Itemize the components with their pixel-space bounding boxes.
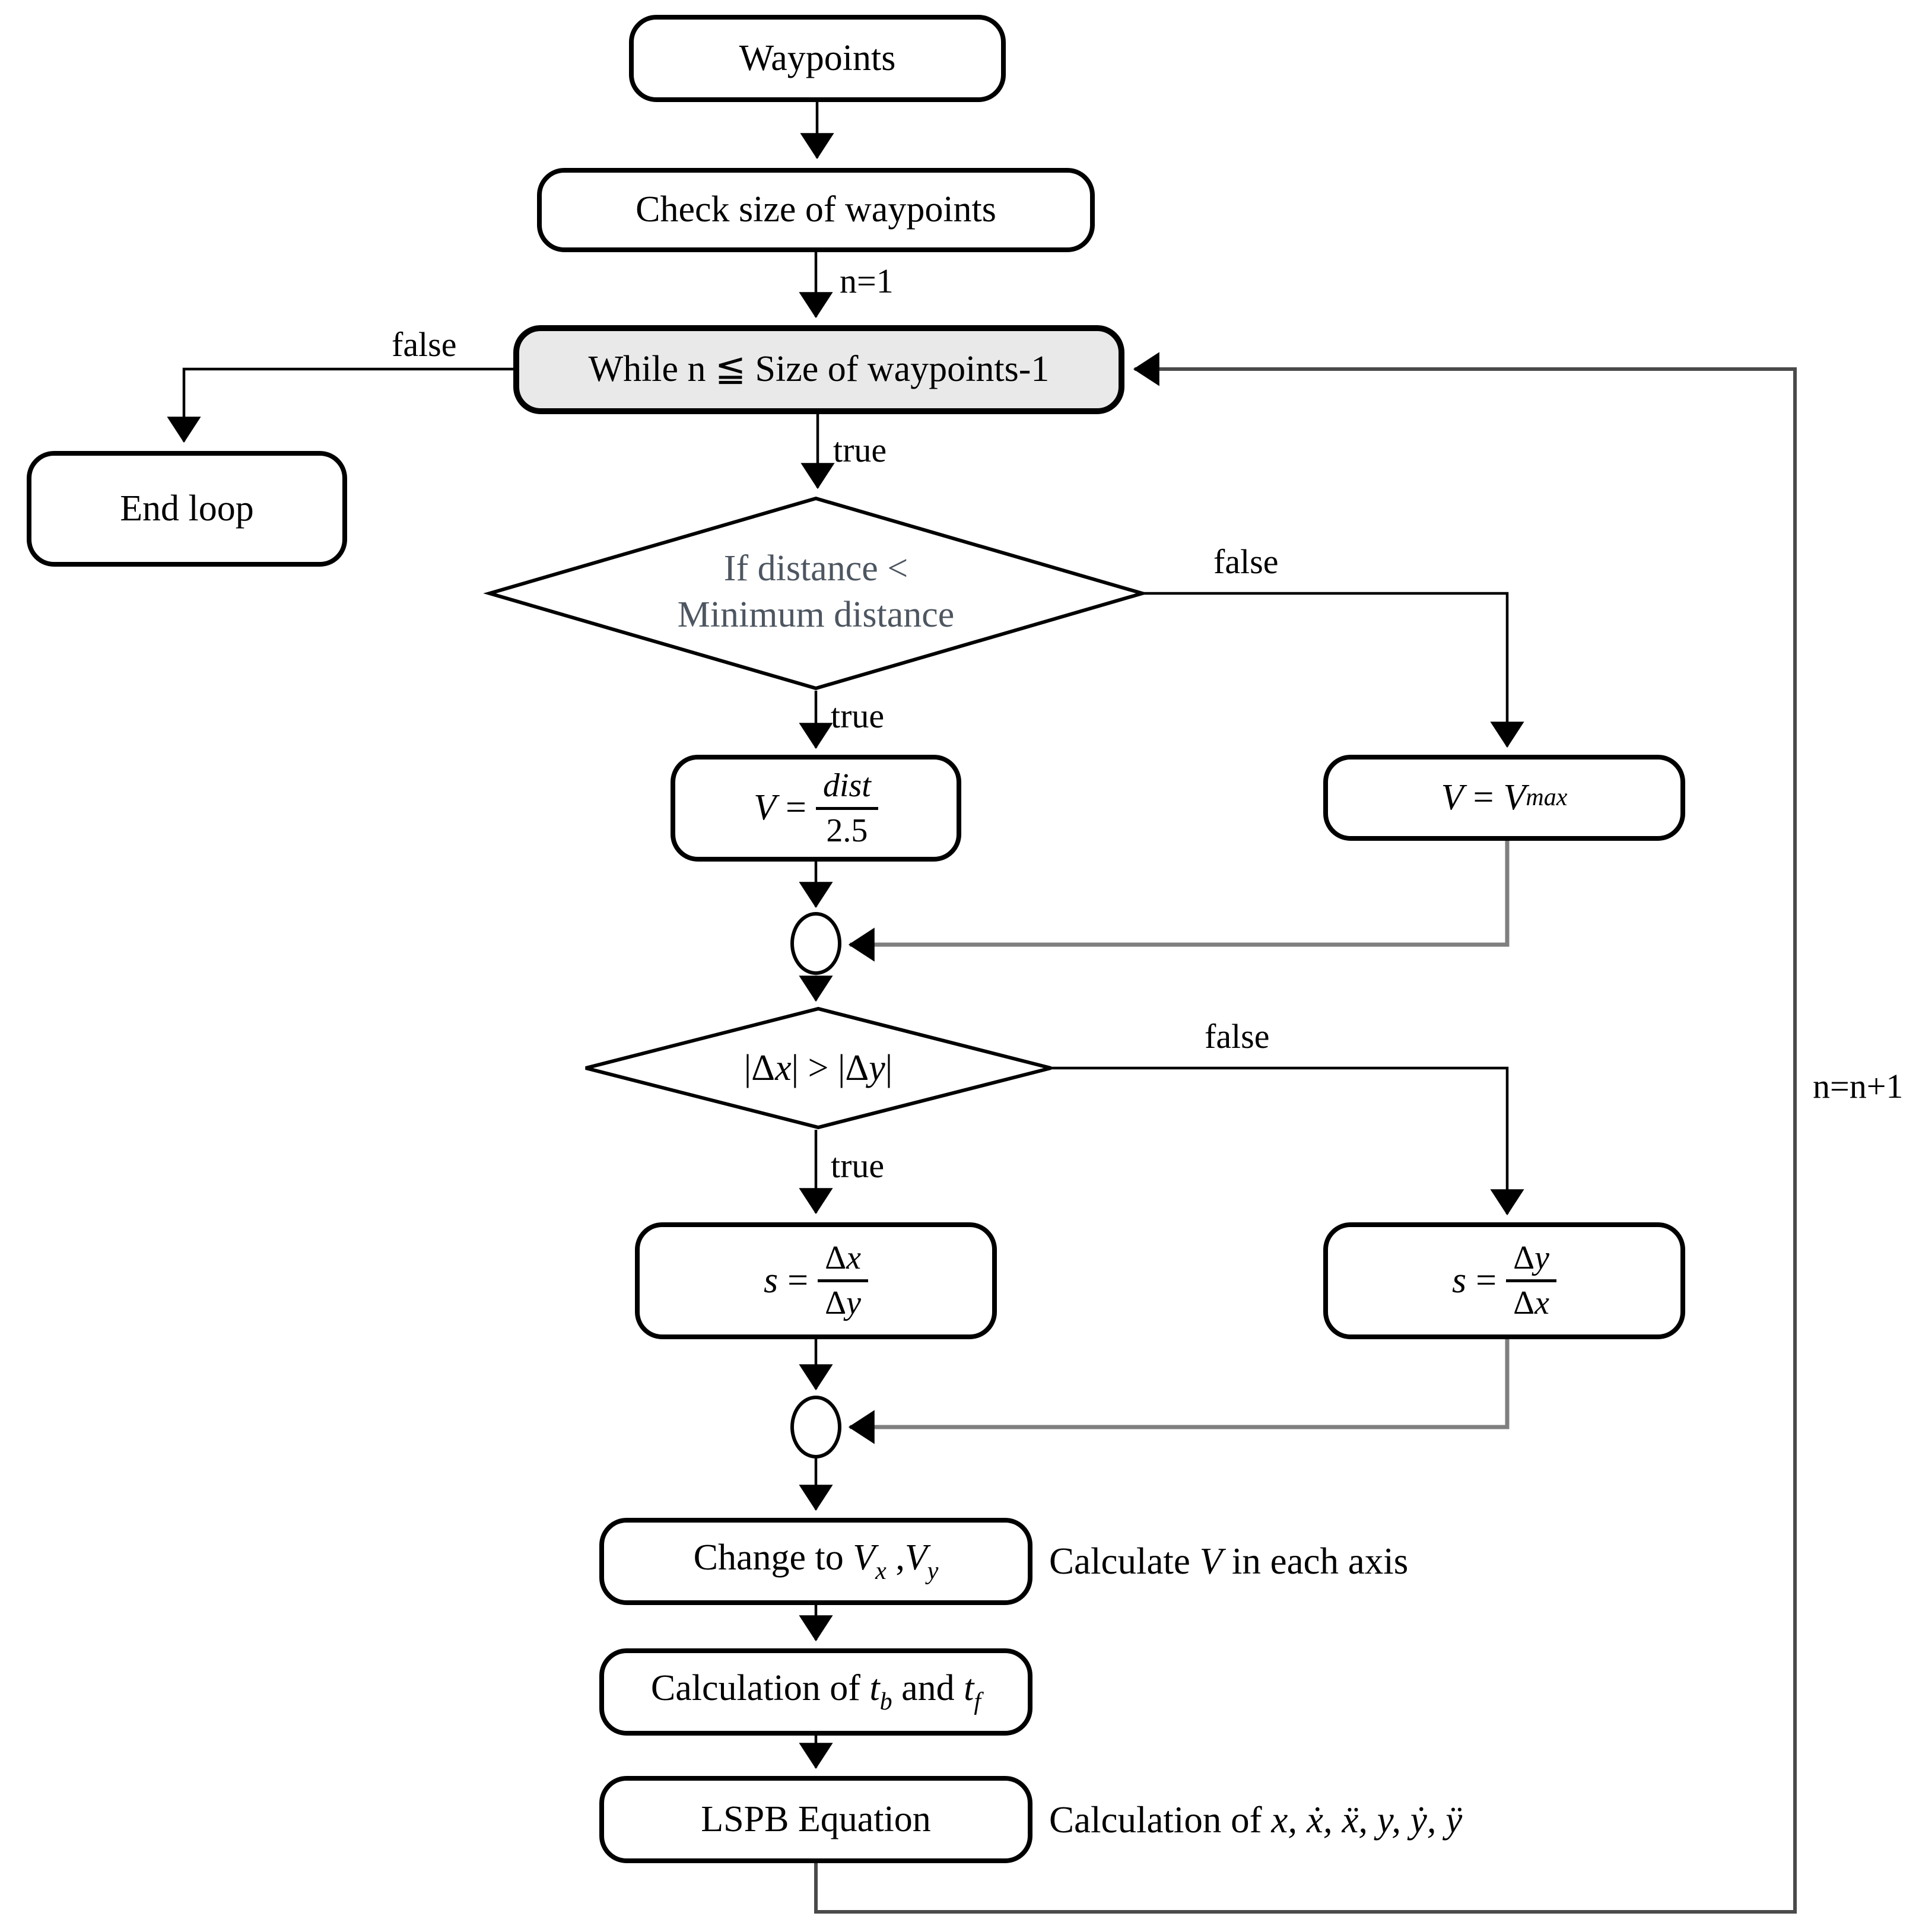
calc-t-formula: Calculation of tb and tf	[651, 1667, 981, 1716]
edge-syx-merge2	[848, 1339, 1510, 1444]
node-check-size: Check size of waypoints	[537, 168, 1095, 252]
annotation-calc-v-axis-var: V	[1199, 1540, 1223, 1582]
node-v-dist: V = dist 2.5	[671, 755, 961, 862]
s-xy-eq: =	[787, 1260, 809, 1301]
decision-delta-p3: |	[885, 1048, 893, 1088]
change-v-sub2: y	[927, 1558, 939, 1585]
s-xy-fraction: Δx Δy	[818, 1240, 868, 1321]
decision-delta-p1: |Δ	[744, 1048, 776, 1088]
annotation-calc-v-axis: Calculate V in each axis	[1049, 1543, 1408, 1580]
node-s-yx: s = Δy Δx	[1323, 1222, 1685, 1339]
node-change-v: Change to Vx ,Vy	[599, 1518, 1032, 1605]
v-dist-fraction: dist 2.5	[815, 767, 878, 849]
decision-delta-diamond	[585, 1006, 1051, 1130]
node-lspb: LSPB Equation	[599, 1776, 1032, 1863]
v-dist-formula: V = dist 2.5	[754, 767, 878, 849]
calc-t-prefix: Calculation of	[650, 1668, 870, 1709]
edge-label-delta-true: true	[831, 1146, 885, 1185]
s-yx-formula: s = Δy Δx	[1452, 1240, 1556, 1321]
node-calc-t: Calculation of tb and tf	[599, 1648, 1032, 1736]
v-dist-denominator: 2.5	[826, 812, 868, 849]
node-while-loop-label: While n ≦ Size of waypoints-1	[588, 349, 1050, 390]
decision-delta-p2: | > |Δ	[791, 1048, 869, 1088]
calc-t-sub1: b	[879, 1688, 892, 1716]
s-xy-denominator: Δy	[825, 1285, 861, 1321]
calc-t-mid: and	[892, 1668, 964, 1709]
node-waypoints-label: Waypoints	[739, 37, 896, 78]
v-max-lhs: V	[1441, 777, 1464, 818]
node-check-size-label: Check size of waypoints	[636, 189, 996, 230]
s-xy-lhs: s	[764, 1260, 779, 1301]
node-end-loop-label: End loop	[120, 488, 254, 529]
annotation-calc-v-axis-pre: Calculate	[1049, 1540, 1200, 1582]
merge-circle-slope	[790, 1396, 841, 1458]
v-dist-eq: =	[785, 787, 806, 828]
edge-loop-back	[814, 352, 1797, 1914]
decision-distance-diamond	[483, 496, 1149, 691]
change-v-var1: V	[853, 1537, 876, 1578]
decision-distance-line1: If distance <	[723, 548, 908, 589]
edge-label-dist-false: false	[1213, 542, 1279, 581]
edge-while-false-endloop	[167, 367, 513, 443]
node-s-xy: s = Δx Δy	[635, 1222, 997, 1339]
edge-decision2-false-syx	[1050, 1066, 1524, 1216]
decision-delta-x: x	[775, 1048, 792, 1088]
merge-circle-velocity	[790, 912, 841, 975]
change-v-prefix: Change to	[693, 1537, 853, 1578]
edge-label-while-false: false	[392, 325, 457, 364]
v-max-eq: =	[1473, 777, 1494, 818]
decision-distance-text: If distance < Minimum distance	[490, 546, 1142, 638]
v-max-subscript: max	[1526, 784, 1568, 812]
edge-vmax-merge1	[848, 841, 1510, 962]
calc-t-var2: t	[964, 1668, 974, 1709]
edge-label-n-increment: n=n+1	[1813, 1067, 1904, 1105]
change-v-sep: ,	[886, 1537, 905, 1578]
v-dist-lhs: V	[754, 787, 776, 828]
s-yx-lhs: s	[1452, 1260, 1467, 1301]
node-while-loop: While n ≦ Size of waypoints-1	[513, 325, 1124, 414]
annotation-calc-derivatives-vars: x, ẋ, ẍ, y, ẏ, ÿ	[1271, 1799, 1463, 1841]
decision-delta-text: |Δx| > |Δy|	[586, 1046, 1051, 1092]
edge-label-dist-true: true	[831, 697, 885, 735]
edge-label-while-true: true	[833, 431, 887, 469]
edge-label-n-init: n=1	[840, 262, 894, 300]
annotation-calc-v-axis-post: in each axis	[1222, 1540, 1409, 1582]
decision-distance-line2: Minimum distance	[677, 594, 955, 635]
s-yx-fraction: Δy Δx	[1506, 1240, 1556, 1321]
v-dist-numerator: dist	[815, 767, 878, 810]
s-yx-numerator: Δy	[1506, 1240, 1556, 1282]
edge-label-delta-false: false	[1205, 1017, 1270, 1056]
annotation-calc-derivatives-pre: Calculation of	[1049, 1799, 1272, 1841]
s-yx-denominator: Δx	[1513, 1285, 1549, 1321]
s-xy-formula: s = Δx Δy	[764, 1240, 868, 1321]
calc-t-var1: t	[869, 1668, 880, 1709]
v-max-base: V	[1503, 777, 1526, 818]
s-xy-numerator: Δx	[818, 1240, 868, 1282]
calc-t-sub2: f	[974, 1688, 981, 1716]
node-waypoints: Waypoints	[629, 15, 1006, 102]
change-v-var2: V	[904, 1537, 927, 1578]
change-v-formula: Change to Vx ,Vy	[694, 1537, 939, 1585]
annotation-calc-derivatives: Calculation of x, ẋ, ẍ, y, ẏ, ÿ	[1049, 1801, 1462, 1839]
node-end-loop: End loop	[27, 451, 347, 567]
change-v-sub1: x	[875, 1558, 887, 1585]
decision-delta-y: y	[869, 1048, 885, 1088]
node-lspb-label: LSPB Equation	[701, 1798, 931, 1839]
s-yx-eq: =	[1476, 1260, 1497, 1301]
edge-decision1-false-vmax	[1141, 592, 1524, 748]
